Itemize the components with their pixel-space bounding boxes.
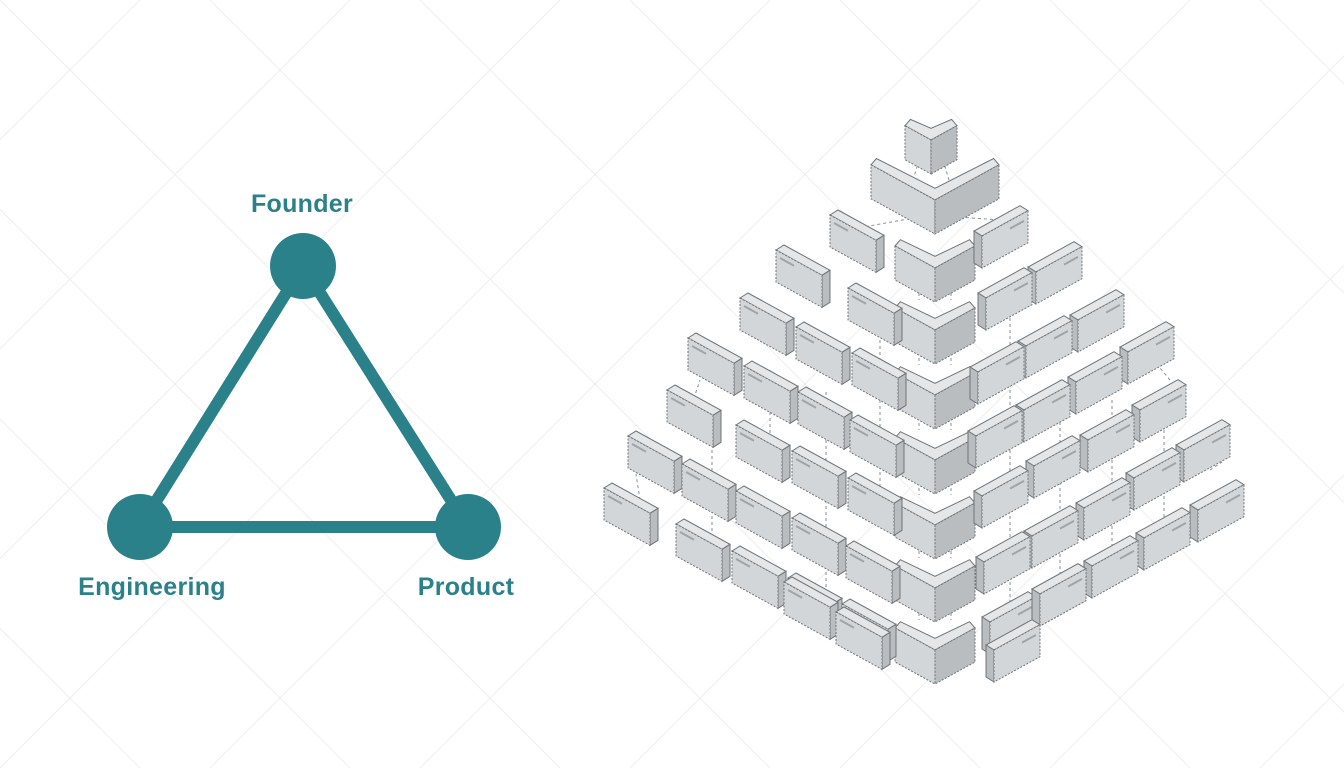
block [1175, 419, 1231, 483]
block [975, 531, 1031, 595]
block [666, 384, 722, 449]
block [1015, 379, 1071, 443]
block [847, 472, 903, 537]
block [743, 360, 799, 425]
corner-block [894, 301, 976, 365]
corner-block [894, 559, 976, 623]
block [829, 209, 885, 274]
engineering-node [107, 494, 173, 560]
block [967, 405, 1023, 469]
block [1075, 477, 1131, 541]
block [739, 292, 795, 357]
block [1023, 505, 1079, 569]
edge-founder-engineering [134, 260, 309, 533]
founder-label: Founder [250, 190, 354, 218]
block [1079, 409, 1135, 473]
block [681, 458, 737, 523]
block [985, 619, 1041, 683]
product-node [435, 494, 501, 560]
corner-block [870, 157, 1000, 235]
block [675, 518, 731, 583]
block [973, 465, 1029, 529]
block [735, 485, 791, 550]
block [849, 414, 905, 479]
corner-block [894, 621, 976, 685]
block [1031, 563, 1087, 627]
block [795, 321, 851, 386]
block [797, 386, 853, 451]
block [1083, 535, 1139, 599]
block [1189, 479, 1245, 543]
corner-block [894, 496, 976, 560]
corner-block [894, 366, 976, 430]
block [1067, 351, 1123, 415]
block [835, 606, 891, 671]
block [687, 332, 743, 397]
block [851, 347, 907, 412]
corner-block [894, 431, 976, 495]
block [1017, 315, 1073, 379]
engineering-label: Engineering [78, 573, 226, 601]
block [847, 282, 903, 347]
block [1025, 435, 1081, 499]
block [1069, 289, 1125, 353]
block [791, 512, 847, 577]
block [1131, 379, 1187, 443]
block [627, 430, 683, 495]
corner-block [894, 239, 976, 303]
block [731, 545, 787, 610]
corner-block [904, 118, 958, 175]
product-label: Product [417, 573, 515, 601]
block [775, 244, 831, 309]
blocks [603, 118, 1245, 685]
edge-founder-product [297, 260, 474, 533]
block [735, 419, 791, 484]
block [1135, 507, 1191, 571]
block [973, 205, 1029, 269]
block [1027, 241, 1083, 305]
founder-node [270, 233, 336, 299]
block [791, 445, 847, 510]
block [1125, 447, 1181, 511]
block [845, 540, 901, 605]
block [977, 267, 1033, 331]
block [603, 482, 659, 547]
block [969, 341, 1025, 405]
